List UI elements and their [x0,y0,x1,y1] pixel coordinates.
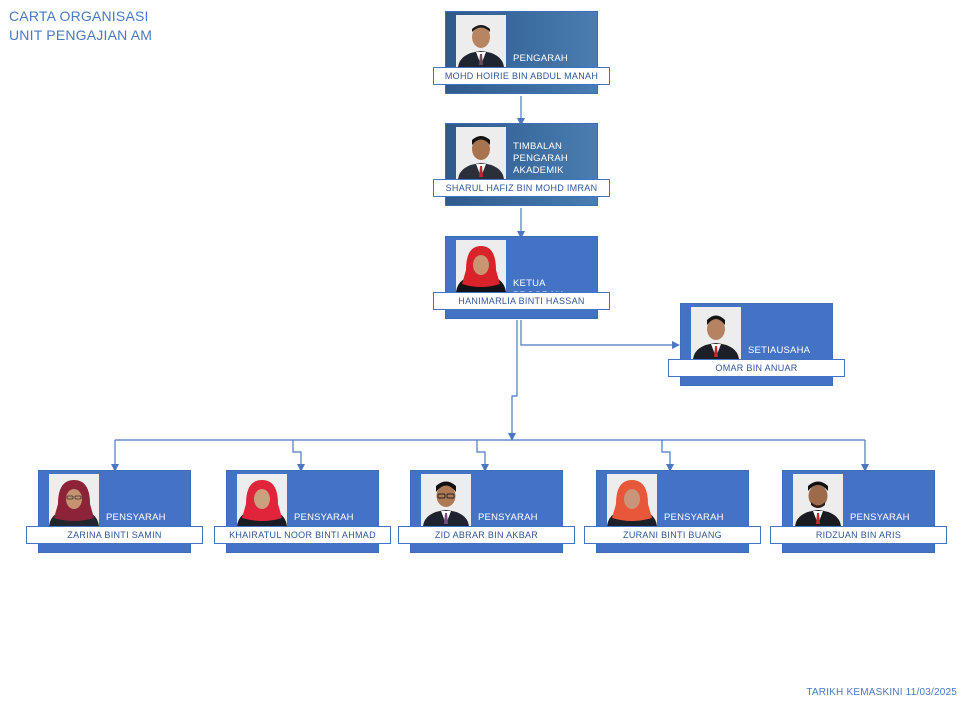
photo-setiausaha [691,307,741,359]
chart-title-line2: UNIT PENGAJIAN AM [9,27,153,43]
name-pensyarah-3: ZID ABRAR BIN AKBAR [398,526,575,544]
connector-ketua-pensyarah [508,320,518,441]
name-pensyarah-4: ZURANI BINTI BUANG [584,526,761,544]
name-pensyarah-1: ZARINA BINTI SAMIN [26,526,203,544]
role-pensyarah-1: PENSYARAH [106,512,166,523]
role-pensyarah-5: PENSYARAH [850,512,910,523]
role-pensyarah-3: PENSYARAH [478,512,538,523]
card-pensyarah-5: PENSYARAH RIDZUAN BIN ARIS [770,470,947,556]
card-pensyarah-1: PENSYARAH ZARINA BINTI SAMIN [26,470,203,556]
photo-pengarah [456,15,506,67]
photo-ketua-program [456,240,506,292]
name-timbalan-pengarah: SHARUL HAFIZ BIN MOHD IMRAN [433,179,610,197]
last-updated-label: TARIKH KEMASKINI 11/03/2025 [806,687,957,698]
name-setiausaha: OMAR BIN ANUAR [668,359,845,377]
photo-timbalan-pengarah [456,127,506,179]
card-pensyarah-4: PENSYARAH ZURANI BINTI BUANG [584,470,761,556]
name-pensyarah-5: RIDZUAN BIN ARIS [770,526,947,544]
photo-pensyarah-4 [607,474,657,526]
role-pensyarah-4: PENSYARAH [664,512,724,523]
name-ketua-program: HANIMARLIA BINTI HASSAN [433,292,610,310]
role-pensyarah-2: PENSYARAH [294,512,354,523]
card-timbalan-pengarah: TIMBALAN PENGARAH AKADEMIK SHARUL HAFIZ … [433,123,610,209]
connector-pensyarah3 [476,440,489,472]
connector-pensyarah2 [292,440,305,472]
connector-ketua-setiausaha [520,320,680,349]
chart-title-line1: CARTA ORGANISASI [9,8,149,24]
photo-pensyarah-5 [793,474,843,526]
photo-pensyarah-1 [49,474,99,526]
connector-pensyarah4 [661,440,674,472]
photo-pensyarah-2 [237,474,287,526]
photo-pensyarah-3 [421,474,471,526]
role-pengarah: PENGARAH [513,53,568,64]
card-pengarah: PENGARAH MOHD HOIRIE BIN ABDUL MANAH [433,11,610,97]
chart-title: CARTA ORGANISASI UNIT PENGAJIAN AM [9,7,152,45]
role-setiausaha: SETIAUSAHA [748,345,811,356]
card-pensyarah-2: PENSYARAH KHAIRATUL NOOR BINTI AHMAD [214,470,391,556]
card-ketua-program: KETUA PROGRAM HANIMARLIA BINTI HASSAN [433,236,610,322]
card-setiausaha: SETIAUSAHA OMAR BIN ANUAR [668,303,845,389]
card-pensyarah-3: PENSYARAH ZID ABRAR BIN AKBAR [398,470,575,556]
name-pensyarah-2: KHAIRATUL NOOR BINTI AHMAD [214,526,391,544]
role-timbalan-pengarah: TIMBALAN PENGARAH AKADEMIK [513,141,568,176]
name-pengarah: MOHD HOIRIE BIN ABDUL MANAH [433,67,610,85]
